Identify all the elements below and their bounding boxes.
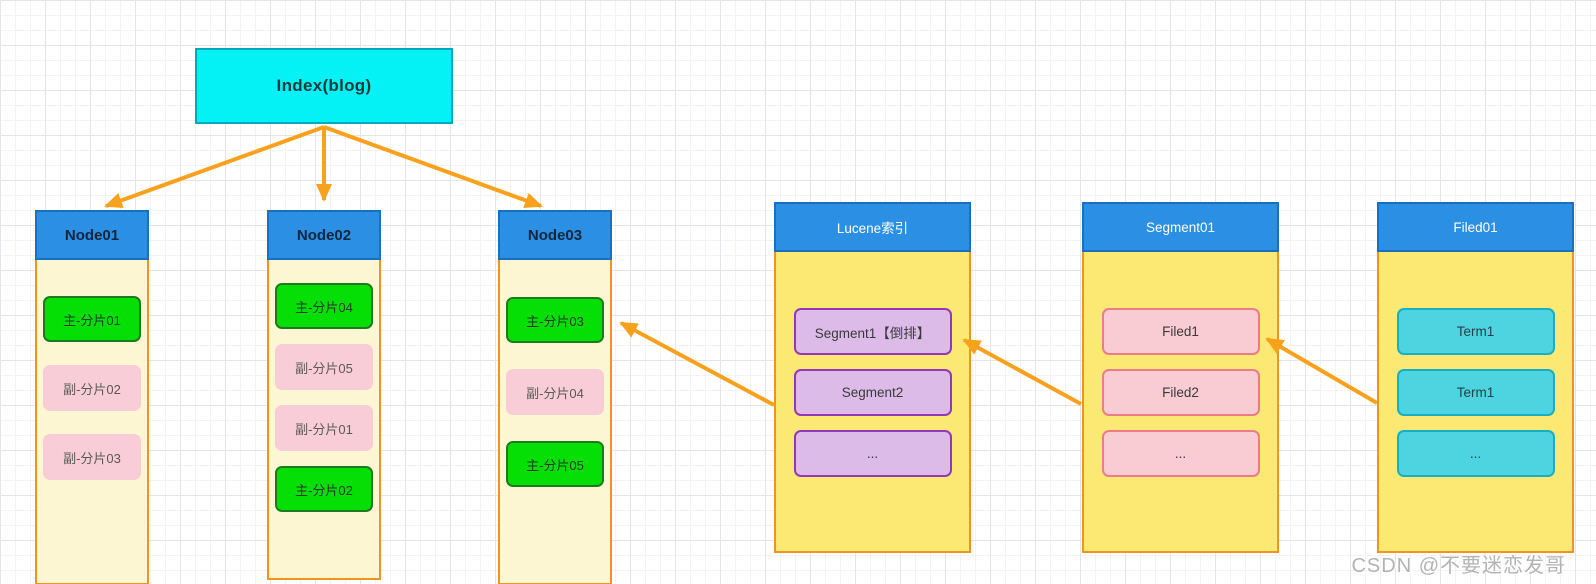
node-box-node01: Node01 主-分片01 副-分片02 副-分片03 [35, 210, 149, 584]
node01-body: 主-分片01 副-分片02 副-分片03 [35, 260, 149, 584]
filed01-body: Term1 Term1 ... [1377, 252, 1574, 553]
index-label: Index(blog) [276, 76, 372, 95]
filed01-header: Filed01 [1377, 202, 1574, 252]
term-ellipsis-item: ... [1396, 430, 1555, 477]
arrow-index-to-node03 [323, 125, 543, 209]
node01-title: Node01 [64, 226, 120, 244]
item-label: Filed2 [1162, 385, 1199, 400]
shard-primary-03: 主-分片03 [506, 297, 604, 343]
node-box-node03: Node03 主-分片03 副-分片04 主-分片05 [498, 210, 612, 584]
shard-replica-05: 副-分片05 [275, 344, 373, 390]
shard-replica-03: 副-分片03 [43, 434, 141, 480]
filed1-item: Filed1 [1101, 308, 1260, 355]
shard-label: 主-分片02 [295, 482, 353, 498]
node02-title: Node02 [296, 226, 352, 244]
term1-item-2: Term1 [1396, 369, 1555, 416]
segment1-item: Segment1【倒排】 [793, 308, 952, 355]
node01-header: Node01 [35, 210, 149, 260]
shard-label: 副-分片03 [63, 450, 121, 466]
shard-replica-01: 副-分片01 [275, 405, 373, 451]
segment2-item: Segment2 [793, 369, 952, 416]
detail-box-filed01: Filed01 Term1 Term1 ... [1377, 202, 1574, 553]
shard-primary-02: 主-分片02 [275, 466, 373, 512]
arrow-lucene-to-shard03 [619, 321, 775, 407]
lucene-body: Segment1【倒排】 Segment2 ... [774, 252, 971, 553]
item-label: Term1 [1456, 385, 1495, 400]
shard-label: 主-分片05 [526, 457, 584, 473]
csdn-watermark: CSDN @不要迷恋发哥 [1351, 555, 1566, 577]
arrow-filed01-to-filed1 [1265, 337, 1379, 405]
item-label: Filed1 [1162, 324, 1199, 339]
node03-body: 主-分片03 副-分片04 主-分片05 [498, 260, 612, 584]
term1-item: Term1 [1396, 308, 1555, 355]
segment01-title: Segment01 [1145, 219, 1216, 235]
node02-header: Node02 [267, 210, 381, 260]
node03-title: Node03 [527, 226, 583, 244]
filed01-title: Filed01 [1453, 219, 1498, 235]
item-label: ... [1469, 446, 1482, 461]
node02-body: 主-分片04 副-分片05 副-分片01 主-分片02 [267, 260, 381, 580]
shard-primary-04: 主-分片04 [275, 283, 373, 329]
detail-box-lucene-index: Lucene索引 Segment1【倒排】 Segment2 ... [774, 202, 971, 553]
shard-label: 副-分片05 [295, 360, 353, 376]
filed-ellipsis-item: ... [1101, 430, 1260, 477]
shard-label: 主-分片03 [526, 313, 584, 329]
shard-label: 副-分片01 [295, 421, 353, 437]
lucene-title: Lucene索引 [836, 221, 909, 236]
shard-label: 副-分片04 [526, 385, 584, 401]
shard-replica-04: 副-分片04 [506, 369, 604, 415]
index-box: Index(blog) [195, 48, 453, 124]
shard-label: 主-分片04 [295, 299, 353, 315]
lucene-header: Lucene索引 [774, 202, 971, 252]
shard-label: 主-分片01 [63, 312, 121, 328]
arrow-segment01-to-segment1 [962, 338, 1082, 406]
item-label: Term1 [1456, 324, 1495, 339]
segment-ellipsis-item: ... [793, 430, 952, 477]
shard-replica-02: 副-分片02 [43, 365, 141, 411]
segment01-body: Filed1 Filed2 ... [1082, 252, 1279, 553]
node-box-node02: Node02 主-分片04 副-分片05 副-分片01 主-分片02 [267, 210, 381, 580]
item-label: ... [866, 446, 879, 461]
shard-label: 副-分片02 [63, 381, 121, 397]
item-label: Segment2 [841, 385, 904, 400]
detail-box-segment01: Segment01 Filed1 Filed2 ... [1082, 202, 1279, 553]
item-label: Segment1【倒排】 [814, 325, 931, 341]
segment01-header: Segment01 [1082, 202, 1279, 252]
arrow-index-to-node01 [104, 125, 325, 209]
shard-primary-01: 主-分片01 [43, 296, 141, 342]
item-label: ... [1174, 446, 1187, 461]
shard-primary-05: 主-分片05 [506, 441, 604, 487]
node03-header: Node03 [498, 210, 612, 260]
filed2-item: Filed2 [1101, 369, 1260, 416]
